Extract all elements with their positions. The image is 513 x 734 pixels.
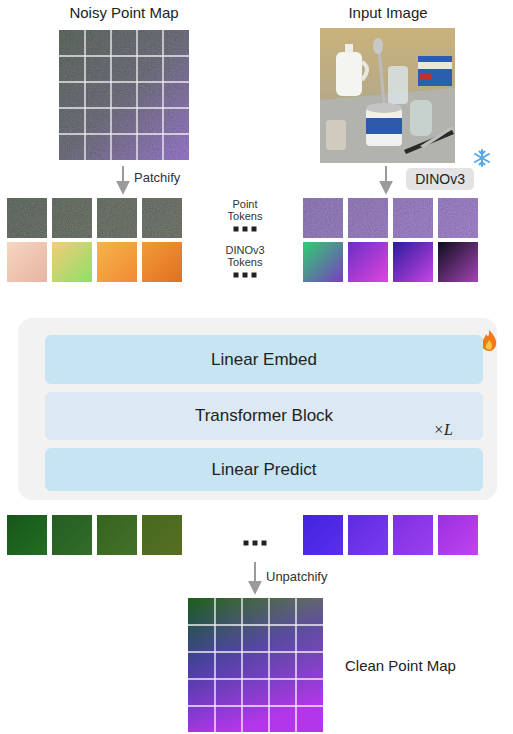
node-label: Linear Embed (211, 350, 317, 370)
layer-box: Transformer Block ×L (45, 392, 483, 440)
token-noise (303, 198, 343, 238)
token-tile (142, 515, 182, 555)
ellipsis-dot (252, 273, 257, 278)
token-tile (393, 242, 433, 282)
ellipsis-dot (252, 227, 257, 232)
token-tile (52, 242, 92, 282)
token-tile (7, 242, 47, 282)
frozen-icon (475, 150, 489, 166)
token-noise (142, 198, 182, 238)
step-label: Unpatchify (266, 569, 327, 584)
node-label: Input Image (348, 4, 427, 22)
step-label: Point Tokens (222, 198, 268, 222)
image-heading: Clean Point Map (188, 598, 478, 732)
token-tile (7, 515, 47, 555)
token-noise (52, 198, 92, 238)
layer-box: Linear Predict (45, 448, 483, 491)
unpatchify-arrow (254, 562, 256, 592)
token-tile (97, 242, 137, 282)
token-tile (7, 198, 47, 238)
ellipsis-dot (243, 273, 248, 278)
image-heading: Noisy Point Map (54, 0, 194, 162)
token-tile (142, 198, 182, 238)
image-heading: Input Image (318, 0, 458, 164)
step-label: DINOv3 Tokens (220, 244, 270, 268)
node-label: Transformer Block (195, 406, 333, 426)
token-tile (348, 198, 388, 238)
token-tile (303, 515, 343, 555)
token-tile (438, 242, 478, 282)
token-tile (303, 198, 343, 238)
token-noise (97, 198, 137, 238)
token-tile (393, 515, 433, 555)
node-label: DINOv3 (415, 171, 465, 187)
token-tile (438, 198, 478, 238)
ellipsis-dot (234, 273, 239, 278)
step-label: Patchify (134, 170, 180, 185)
ellipsis-dot (253, 541, 258, 546)
patchify-arrow (122, 166, 124, 192)
token-tile (393, 198, 433, 238)
input-photo (320, 28, 455, 163)
ellipsis-dot (234, 227, 239, 232)
token-tile (142, 242, 182, 282)
token-noise (393, 198, 433, 238)
encoder-box: DINOv3 (406, 168, 474, 190)
token-noise (438, 198, 478, 238)
token-tile (97, 515, 137, 555)
encoder-arrow (385, 166, 387, 192)
ellipsis-dot (262, 541, 267, 546)
trainable-icon (482, 330, 496, 351)
node-label: Linear Predict (212, 460, 317, 480)
token-tile (348, 515, 388, 555)
model-panel (18, 318, 497, 500)
token-tile (52, 198, 92, 238)
token-noise (348, 198, 388, 238)
noisy-point-map (59, 30, 189, 160)
ellipsis-dot (243, 227, 248, 232)
clean-point-map (188, 598, 323, 732)
layer-box: Linear Embed (45, 335, 483, 384)
token-tile (438, 515, 478, 555)
node-label: Noisy Point Map (69, 4, 178, 22)
token-tile (97, 198, 137, 238)
node-label: Clean Point Map (345, 657, 456, 674)
token-tile (303, 242, 343, 282)
ellipsis-dot (244, 541, 249, 546)
token-tile (348, 242, 388, 282)
repeat-count: ×L (433, 421, 453, 439)
token-tile (52, 515, 92, 555)
token-noise (7, 198, 47, 238)
